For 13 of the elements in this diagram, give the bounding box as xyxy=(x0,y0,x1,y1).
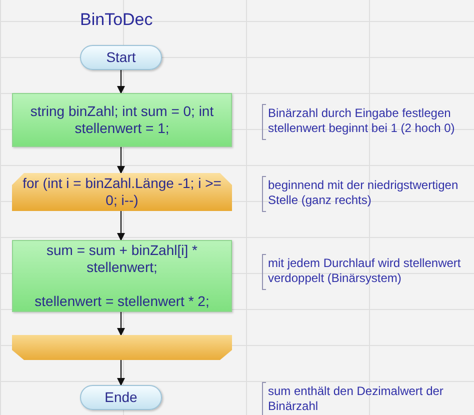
loop-start-shape: for (int i = binZahl.Länge -1; i >= 0; i--) xyxy=(12,173,232,211)
process-box: sum = sum + binZahl[i] * stellenwert; stellenwert = stellenwert * 2; xyxy=(12,240,232,312)
arrow xyxy=(117,312,125,336)
process-box: string binZahl; int sum = 0; int stellenwert = 1; xyxy=(12,93,232,147)
arrow xyxy=(117,70,125,94)
arrow xyxy=(117,211,125,241)
diagram-title: BinToDec xyxy=(80,10,153,30)
loop-end-shape xyxy=(12,335,232,360)
comment-text: sum enthält den Dezimalwert der Binärzahl xyxy=(262,384,462,414)
arrow xyxy=(117,147,125,174)
arrow xyxy=(117,360,125,386)
terminal-shape: Start xyxy=(80,45,162,70)
terminal-shape: Ende xyxy=(80,385,162,410)
